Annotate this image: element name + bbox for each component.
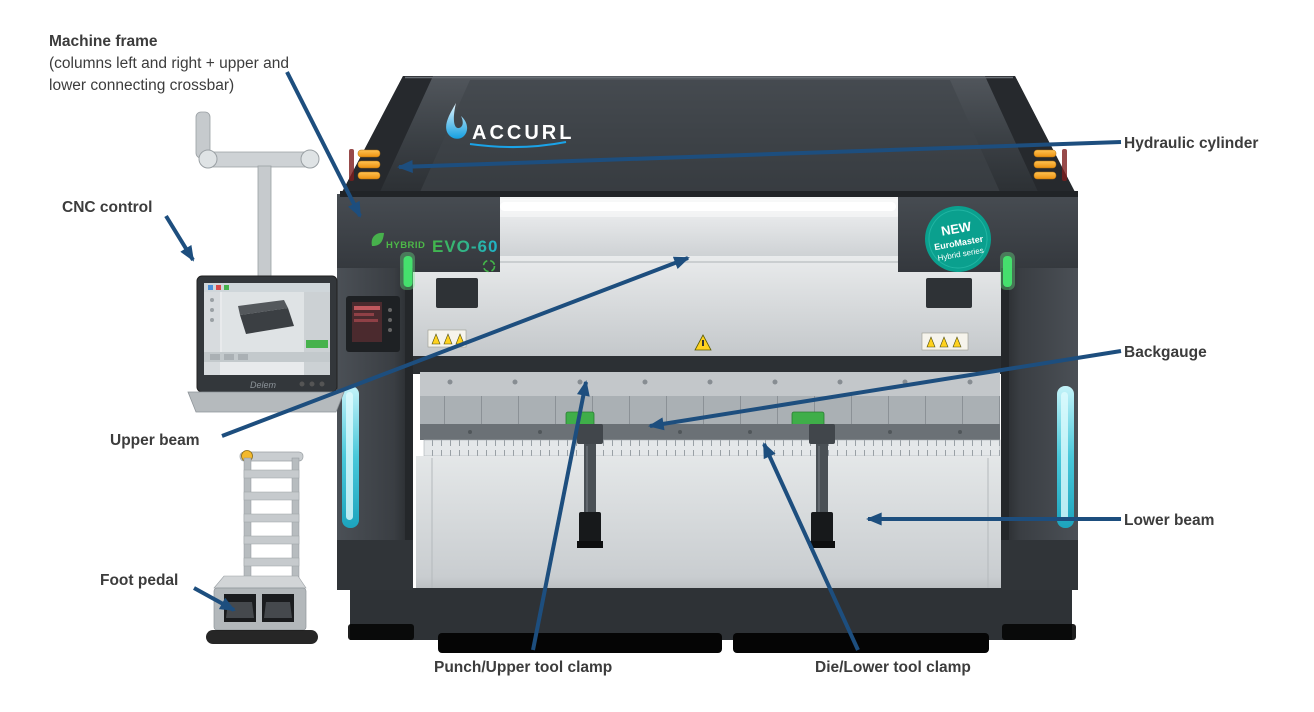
work-area-backwall xyxy=(492,196,904,266)
lower-beam-table xyxy=(416,456,1004,598)
floor-shadows xyxy=(348,624,1076,653)
label-machine-frame-line2: (columns left and right + upper and xyxy=(49,55,289,72)
foot-pedal xyxy=(213,575,307,631)
cnc-control-unit: Delem xyxy=(187,111,345,413)
arrow-die-clamp xyxy=(762,442,860,651)
cylinder-end-right xyxy=(926,278,972,308)
cylinder-end-left xyxy=(436,278,478,308)
red-edge-light-right xyxy=(1062,149,1067,181)
label-lower-beam: Lower beam xyxy=(1124,512,1215,529)
led-light-strip xyxy=(500,202,896,211)
arrow-punch-clamp xyxy=(531,380,590,651)
left-column xyxy=(337,268,413,590)
sheet-follower-right xyxy=(809,424,835,548)
green-status-light-right xyxy=(1000,252,1015,290)
tool-clamp-rows xyxy=(420,372,1001,457)
label-backgauge: Backgauge xyxy=(1124,344,1207,361)
label-punch-clamp: Punch/Upper tool clamp xyxy=(434,659,613,676)
column-display-panel xyxy=(346,296,400,352)
sheet-follower-left xyxy=(577,424,603,548)
pendant-arm-joint xyxy=(300,149,320,169)
label-hydraulic-cylinder: Hydraulic cylinder xyxy=(1124,135,1259,152)
right-column xyxy=(1001,268,1078,590)
hydraulic-indicator-right xyxy=(1033,149,1057,180)
green-status-light-left xyxy=(400,252,415,290)
die-rail xyxy=(420,424,1000,440)
label-die-clamp: Die/Lower tool clamp xyxy=(815,659,971,676)
ram-bottom-strip xyxy=(413,356,1003,374)
lower-beam-panel xyxy=(416,456,1004,598)
control-brand-label: Delem xyxy=(250,380,277,390)
warning-triangle-icon xyxy=(443,333,453,345)
label-machine-frame: Machine frame (columns left and right + … xyxy=(49,31,289,97)
arrow-hydraulic-cylinder xyxy=(397,140,1122,174)
pendant-arm-joint xyxy=(198,149,218,169)
warning-stickers-left xyxy=(427,329,467,348)
arrow-cnc-control xyxy=(164,214,195,262)
warning-sticker-center xyxy=(694,334,712,351)
warning-triangle-icon xyxy=(952,336,962,348)
foot-pedal-unit xyxy=(206,450,318,644)
new-series-badge: NEW EuroMaster Hybrid series xyxy=(925,206,991,272)
label-cnc-control: CNC control xyxy=(62,199,153,216)
arrow-foot-pedal xyxy=(193,586,236,612)
warning-triangle-icon xyxy=(926,336,936,348)
red-edge-light-left xyxy=(349,149,354,181)
pendant-arm-horizontal xyxy=(199,151,319,168)
brand-name: ACCURL xyxy=(472,122,574,144)
upper-beam-ram xyxy=(413,256,1003,374)
badge-new-label: NEW xyxy=(940,219,973,239)
right-shoulder: NEW EuroMaster Hybrid series xyxy=(898,194,1078,272)
hybrid-label: HYBRID xyxy=(386,240,425,251)
monitor-keyboard-tray xyxy=(187,391,345,413)
model-label: EVO-60 xyxy=(432,237,498,256)
pendant-arm-vertical xyxy=(257,165,272,279)
machine-base xyxy=(350,588,1072,640)
label-upper-beam: Upper beam xyxy=(110,432,200,449)
left-shoulder: HYBRID EVO-60 xyxy=(337,194,500,273)
hydraulic-indicator-left xyxy=(357,149,381,180)
warning-triangle-icon xyxy=(431,333,441,345)
warning-stickers-right xyxy=(921,332,969,351)
die-rail-bolts xyxy=(468,430,962,434)
pedal-shadow xyxy=(206,630,318,644)
warning-triangle-icon xyxy=(939,336,949,348)
arrow-machine-frame xyxy=(285,71,362,218)
label-machine-frame-title: Machine frame xyxy=(49,33,158,50)
press-brake-machine: HYBRID EVO-60 NEW EuroMaster Hybrid seri… xyxy=(337,76,1078,653)
hybrid-leaf-icon xyxy=(371,232,384,246)
brand-flame-icon xyxy=(446,103,468,139)
front-support-ruler xyxy=(423,439,1001,457)
arrow-backgauge xyxy=(648,349,1122,431)
cnc-monitor: Delem xyxy=(196,275,338,393)
label-machine-frame-line3: lower connecting crossbar) xyxy=(49,77,235,94)
clamp-segment-row xyxy=(420,396,1000,424)
brand-underline-swoosh xyxy=(469,141,567,149)
label-foot-pedal: Foot pedal xyxy=(100,572,179,589)
top-crossbar: ACCURL xyxy=(340,76,1078,197)
brand-logo: ACCURL xyxy=(446,103,574,149)
callout-arrows xyxy=(164,71,1122,651)
eco-recycle-icon xyxy=(482,259,496,273)
arrow-upper-beam xyxy=(221,256,690,438)
